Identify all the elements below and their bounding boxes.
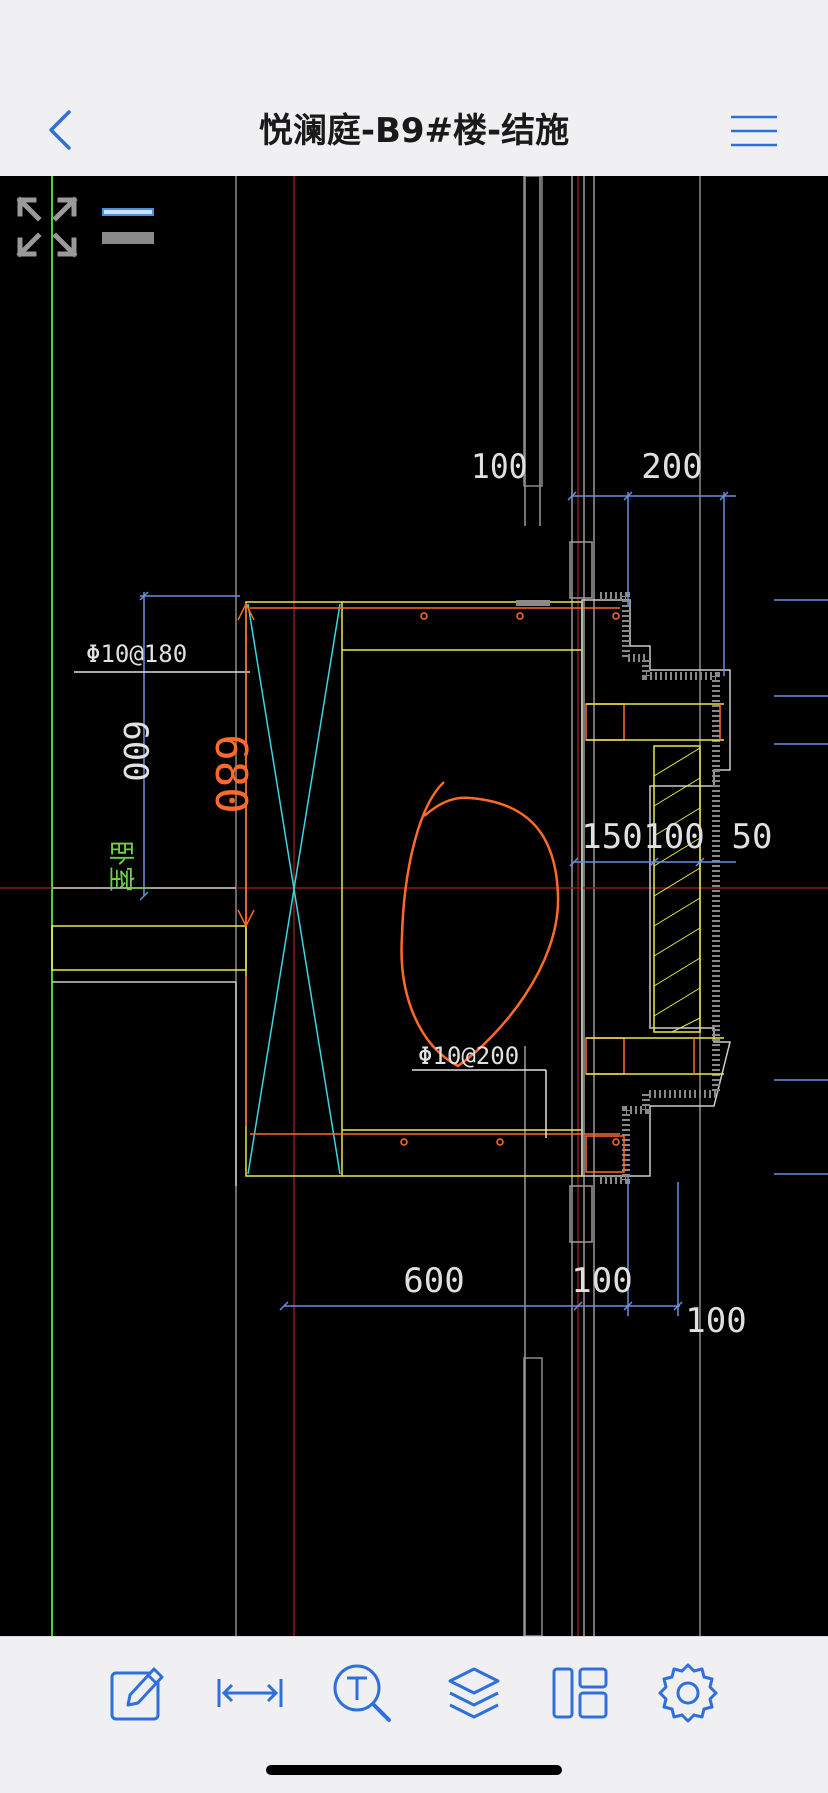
text-search-icon xyxy=(333,1664,391,1722)
edit-pencil-icon xyxy=(110,1667,164,1721)
layers-button[interactable] xyxy=(438,1657,510,1729)
dim-bottom-b: 100 xyxy=(571,1261,632,1301)
dim-left-vertical: 600 xyxy=(115,720,155,781)
rebar-label-top: Φ10@180 xyxy=(86,640,187,668)
layout-icon xyxy=(552,1667,608,1719)
line-weight-icon xyxy=(102,208,154,244)
markup-annotation-shape xyxy=(400,781,560,1068)
line-style-toggle[interactable] xyxy=(100,202,156,250)
hamburger-menu-icon xyxy=(731,115,777,147)
dim-mid-c: 50 xyxy=(732,817,773,857)
back-button[interactable] xyxy=(30,100,90,160)
settings-button[interactable] xyxy=(652,1657,724,1729)
layers-icon xyxy=(448,1667,500,1719)
chevron-left-icon xyxy=(49,110,71,150)
drawing-canvas[interactable]: 100 200 600 680 150 100 50 600 100 100 Φ… xyxy=(0,176,828,1636)
text-search-button[interactable] xyxy=(326,1657,398,1729)
measure-button[interactable] xyxy=(214,1657,286,1729)
cad-drawing: 100 200 600 680 150 100 50 600 100 100 Φ… xyxy=(0,176,828,1636)
dim-top-left: 100 xyxy=(471,447,527,487)
fit-screen-button[interactable] xyxy=(14,194,80,260)
rebar-label-bottom: Φ10@200 xyxy=(418,1042,519,1070)
dim-left-vertical-red: 680 xyxy=(205,734,256,813)
dim-bottom-c: 100 xyxy=(685,1301,746,1341)
navigation-bar: 悦澜庭-B9#楼-结施 xyxy=(0,0,828,177)
dim-mid-a: 150 xyxy=(581,817,642,857)
page-title: 悦澜庭-B9#楼-结施 xyxy=(258,111,570,151)
dim-top-right: 200 xyxy=(641,447,702,487)
room-label: 卧室 xyxy=(105,840,135,892)
layout-button[interactable] xyxy=(544,1657,616,1729)
dim-bottom-a: 600 xyxy=(403,1261,464,1301)
dim-mid-b: 100 xyxy=(643,817,704,857)
menu-button[interactable] xyxy=(724,106,784,156)
settings-gear-icon xyxy=(658,1663,718,1723)
home-indicator xyxy=(266,1765,562,1775)
expand-icon xyxy=(16,196,78,258)
annotate-button[interactable] xyxy=(102,1657,174,1729)
measure-icon xyxy=(217,1679,283,1707)
bottom-toolbar xyxy=(0,1636,828,1793)
